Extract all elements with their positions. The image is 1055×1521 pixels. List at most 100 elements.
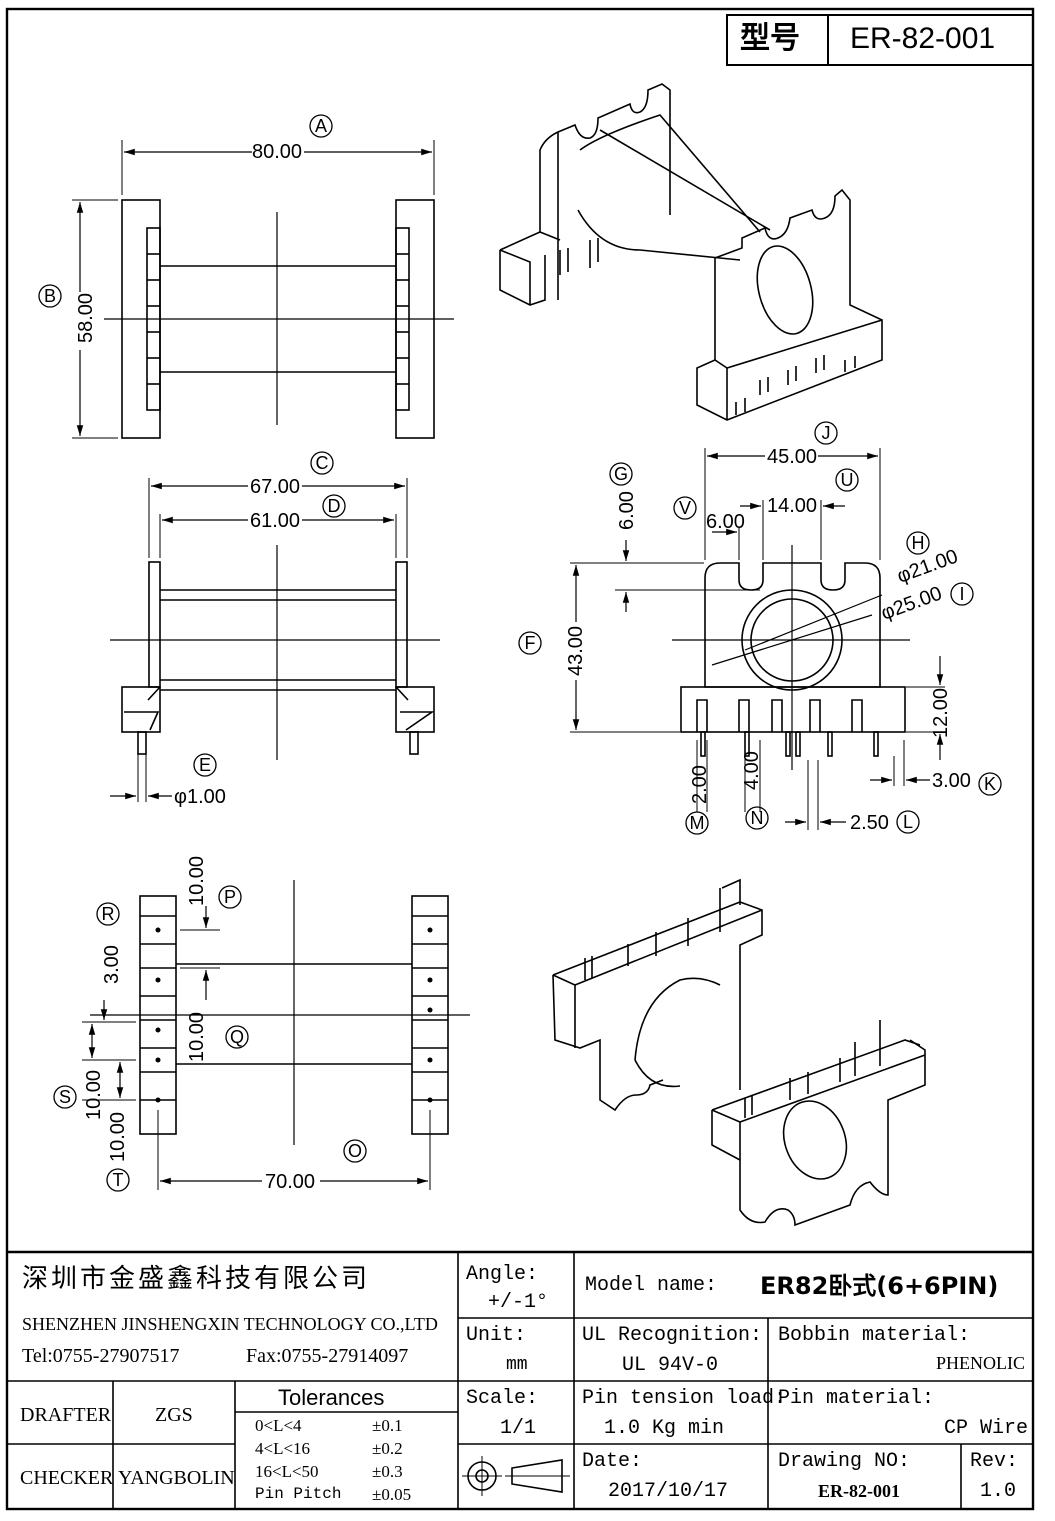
callout-T: T bbox=[106, 1168, 130, 1192]
svg-text:M: M bbox=[690, 813, 705, 833]
callout-U: U bbox=[835, 468, 859, 492]
company-fax: Fax:0755-27914097 bbox=[246, 1345, 409, 1367]
company-tel: Tel:0755-27907517 bbox=[22, 1345, 180, 1367]
dim-F-value: 43.00 bbox=[565, 626, 587, 676]
svg-text:E: E bbox=[199, 755, 211, 775]
dim-A-value: 80.00 bbox=[252, 141, 302, 163]
svg-text:H: H bbox=[912, 533, 925, 553]
callout-H: H bbox=[906, 531, 930, 555]
iso-view-bottom bbox=[552, 878, 926, 1227]
ul-label: UL Recognition: bbox=[582, 1324, 763, 1347]
tolerance-value-2: ±0.2 bbox=[372, 1439, 403, 1458]
callout-C: C bbox=[310, 451, 334, 475]
callout-P: P bbox=[218, 885, 242, 909]
svg-text:D: D bbox=[328, 496, 341, 516]
angle-label: Angle: bbox=[466, 1263, 539, 1286]
side-view bbox=[110, 478, 440, 802]
callout-L: L bbox=[896, 810, 920, 834]
dim-P-value: 10.00 bbox=[186, 856, 208, 906]
unit-label: Unit: bbox=[466, 1324, 527, 1347]
pin-material-value: CP Wire bbox=[944, 1417, 1029, 1440]
title-block-lines bbox=[7, 1250, 1033, 1509]
callout-A: A bbox=[309, 114, 333, 138]
svg-text:G: G bbox=[614, 464, 628, 484]
bottom-view bbox=[82, 880, 470, 1190]
dim-R-value: 3.00 bbox=[101, 945, 123, 984]
company-cn: 深圳市金盛鑫科技有限公司 bbox=[22, 1264, 371, 1294]
dim-T-value: 10.00 bbox=[107, 1112, 129, 1162]
callout-I: I bbox=[950, 582, 974, 606]
company-en: SHENZHEN JINSHENGXIN TECHNOLOGY CO.,LTD bbox=[22, 1314, 438, 1334]
callout-O: O bbox=[343, 1139, 367, 1163]
callout-N: N bbox=[745, 806, 769, 830]
model-label: 型号 bbox=[740, 21, 800, 56]
unit-value: mm bbox=[506, 1355, 528, 1375]
drawing-no-value: ER-82-001 bbox=[818, 1481, 900, 1501]
svg-text:O: O bbox=[348, 1141, 362, 1161]
callout-E: E bbox=[193, 753, 217, 777]
tolerance-range-3: 16<L<50 bbox=[255, 1462, 319, 1481]
dim-N-value: 4.00 bbox=[741, 751, 763, 790]
front-view bbox=[570, 448, 945, 830]
svg-text:U: U bbox=[841, 470, 854, 490]
dim-12-value: 12.00 bbox=[930, 688, 952, 738]
dim-D-value: 61.00 bbox=[250, 510, 300, 532]
svg-text:I: I bbox=[959, 584, 964, 604]
model-name-label: Model name: bbox=[585, 1274, 718, 1297]
callout-J: J bbox=[814, 421, 838, 445]
dim-K-value: 3.00 bbox=[932, 770, 971, 792]
angle-value: +/-1° bbox=[488, 1291, 549, 1314]
callout-M: M bbox=[685, 811, 709, 835]
dim-C-value: 67.00 bbox=[250, 476, 300, 498]
svg-text:K: K bbox=[984, 774, 996, 794]
dim-U-value: 14.00 bbox=[767, 495, 817, 517]
svg-text:T: T bbox=[113, 1170, 124, 1190]
header-box bbox=[726, 14, 1034, 66]
dim-G-value: 6.00 bbox=[616, 491, 638, 530]
svg-text:L: L bbox=[903, 812, 913, 832]
callout-D: D bbox=[322, 494, 346, 518]
bobbin-material-label: Bobbin material: bbox=[778, 1324, 971, 1347]
pin-tension-label: Pin tension load: bbox=[582, 1387, 787, 1410]
callout-V: V bbox=[673, 496, 697, 520]
svg-text:Q: Q bbox=[230, 1027, 244, 1047]
scale-value: 1/1 bbox=[500, 1417, 537, 1440]
callout-F: F bbox=[518, 631, 542, 655]
dim-H-value: φ21.00 bbox=[894, 545, 961, 587]
dim-J-value: 45.00 bbox=[767, 446, 817, 468]
rev-label: Rev: bbox=[970, 1450, 1019, 1473]
pin-tension-value: 1.0 Kg min bbox=[604, 1417, 725, 1440]
bobbin-material-value: PHENOLIC bbox=[936, 1353, 1025, 1373]
tolerance-range-4: Pin Pitch bbox=[255, 1485, 342, 1503]
dim-V-value: 6.00 bbox=[706, 511, 745, 533]
dim-S-value: 10.00 bbox=[83, 1070, 105, 1120]
dim-E-value: φ1.00 bbox=[174, 786, 226, 808]
iso-view-top bbox=[499, 83, 883, 421]
callout-G: G bbox=[609, 462, 633, 486]
date-label: Date: bbox=[582, 1450, 643, 1473]
ul-value: UL 94V-0 bbox=[622, 1354, 719, 1377]
svg-text:S: S bbox=[59, 1087, 71, 1107]
pin-material-label: Pin material: bbox=[778, 1387, 935, 1410]
dim-I-value: φ25.00 bbox=[878, 582, 945, 624]
tolerance-value-4: ±0.05 bbox=[372, 1485, 412, 1504]
dim-Q-value: 10.00 bbox=[186, 1012, 208, 1062]
drafter-value: ZGS bbox=[155, 1404, 193, 1426]
callout-R: R bbox=[96, 902, 120, 926]
model-name-value: ER82卧式(6+6PIN) bbox=[760, 1272, 999, 1300]
svg-text:A: A bbox=[315, 116, 327, 136]
svg-text:P: P bbox=[224, 887, 236, 907]
checker-label: CHECKER bbox=[20, 1467, 114, 1489]
tolerance-value-1: ±0.1 bbox=[372, 1416, 403, 1435]
dim-L-value: 2.50 bbox=[850, 812, 889, 834]
callout-B: B bbox=[38, 284, 62, 308]
drafter-label: DRAFTER bbox=[20, 1404, 112, 1426]
tolerance-range-1: 0<L<4 bbox=[255, 1416, 302, 1435]
sheet-border bbox=[5, 7, 1035, 1511]
callout-K: K bbox=[978, 772, 1002, 796]
callout-S: S bbox=[53, 1085, 77, 1109]
callout-Q: Q bbox=[225, 1025, 249, 1049]
svg-text:V: V bbox=[679, 498, 691, 518]
drawing-no-label: Drawing NO: bbox=[778, 1450, 911, 1473]
